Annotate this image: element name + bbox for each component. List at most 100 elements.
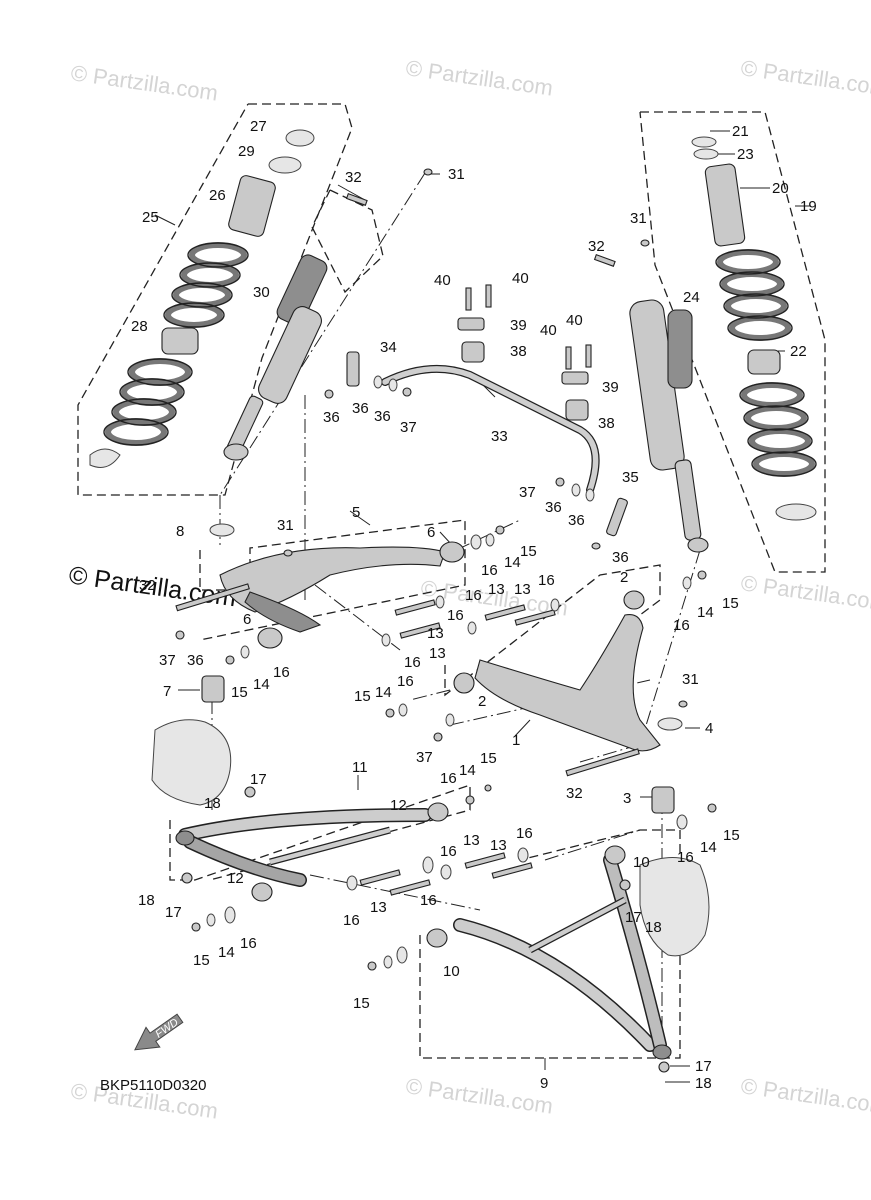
callout-16: 16 (465, 587, 482, 604)
ball-joint (201, 675, 225, 703)
washer (676, 814, 688, 830)
washer (240, 645, 250, 659)
callout-20: 20 (772, 180, 789, 197)
spring-clip (89, 448, 121, 468)
callout-14: 14 (253, 676, 270, 693)
callout-18: 18 (138, 892, 155, 909)
callout-13: 13 (488, 581, 505, 598)
callout-2: 2 (620, 569, 628, 586)
callout-36: 36 (612, 549, 629, 566)
callout-16: 16 (240, 935, 257, 952)
bolt (359, 869, 401, 886)
spring-clip (775, 503, 817, 521)
watermark: © Partzilla.com (739, 1073, 871, 1118)
bolt (389, 879, 431, 896)
bolt (565, 346, 572, 370)
group-box-32 (311, 189, 384, 294)
left-shock-absorber (223, 254, 328, 461)
nut (678, 700, 688, 708)
watermark: © Partzilla.com (739, 570, 871, 615)
callout-40: 40 (566, 312, 583, 329)
callout-21: 21 (732, 123, 749, 140)
nut (402, 387, 412, 397)
link-rod (346, 351, 360, 387)
right-shock-absorber (629, 299, 709, 553)
callout-16: 16 (677, 849, 694, 866)
steering-knuckle-right (639, 857, 710, 957)
watermark: © Partzilla.com (69, 60, 219, 105)
nut (484, 784, 492, 792)
stabilizer-bar (346, 317, 628, 537)
callout-28: 28 (131, 318, 148, 335)
callout-13: 13 (463, 832, 480, 849)
washer (383, 955, 393, 969)
callout-24: 24 (683, 289, 700, 306)
washer (485, 533, 495, 547)
washer (435, 595, 445, 609)
callout-5: 5 (352, 504, 360, 521)
callout-9: 9 (540, 1075, 548, 1092)
center-line (219, 172, 426, 496)
center-line (314, 584, 401, 651)
washer (396, 946, 408, 964)
ball-joint (651, 786, 675, 814)
callout-29: 29 (238, 143, 255, 160)
callout-7: 7 (163, 683, 171, 700)
callout-40: 40 (512, 270, 529, 287)
bolt (514, 609, 556, 626)
nut (423, 168, 433, 176)
callout-26: 26 (209, 187, 226, 204)
nut (324, 389, 334, 399)
center-line (309, 874, 481, 911)
spring-seat-sleeve (228, 175, 276, 237)
nut (283, 549, 293, 557)
ring-clip (268, 156, 302, 174)
callout-15: 15 (722, 595, 739, 612)
callout-32: 32 (588, 238, 605, 255)
bolt (565, 748, 640, 777)
callout-39: 39 (602, 379, 619, 396)
lower-right-arm (453, 590, 661, 752)
nut (555, 477, 565, 487)
callout-31: 31 (277, 517, 294, 534)
nut (640, 239, 650, 247)
ball-joint-seat (652, 1044, 672, 1060)
bolt (465, 287, 472, 311)
callout-16: 16 (440, 770, 457, 787)
callout-22: 22 (790, 343, 807, 360)
callout-16: 16 (447, 607, 464, 624)
left-spring-assembly (89, 129, 315, 468)
callout-1: 1 (512, 732, 520, 749)
steering-knuckle-left (151, 719, 232, 806)
callout-13: 13 (370, 899, 387, 916)
callout-14: 14 (218, 944, 235, 961)
spring-seat-ring (693, 148, 719, 160)
washer (373, 375, 383, 389)
callout-16: 16 (673, 617, 690, 634)
callout-14: 14 (697, 604, 714, 621)
bolt (175, 583, 250, 612)
callout-15: 15 (231, 684, 248, 701)
callout-8: 8 (176, 523, 184, 540)
callout-14: 14 (700, 839, 717, 856)
lower-left-arm (175, 802, 449, 902)
washer (398, 703, 408, 717)
washer (470, 534, 482, 550)
diagram-code: BKP5110D0320 (100, 1077, 206, 1094)
callout-32: 32 (139, 577, 156, 594)
callout-15: 15 (193, 952, 210, 969)
arm-bushing (257, 627, 283, 649)
center-line (579, 739, 656, 763)
nut (433, 732, 443, 742)
nut (181, 872, 193, 884)
upper-coil-spring (715, 249, 793, 341)
callout-25: 25 (142, 209, 159, 226)
spring-collar (161, 327, 199, 355)
callout-15: 15 (480, 750, 497, 767)
callout-16: 16 (273, 664, 290, 681)
callout-40: 40 (540, 322, 557, 339)
group-box-19 (639, 111, 826, 573)
callout-36: 36 (374, 408, 391, 425)
leader-line (514, 719, 531, 737)
washer (440, 864, 452, 880)
